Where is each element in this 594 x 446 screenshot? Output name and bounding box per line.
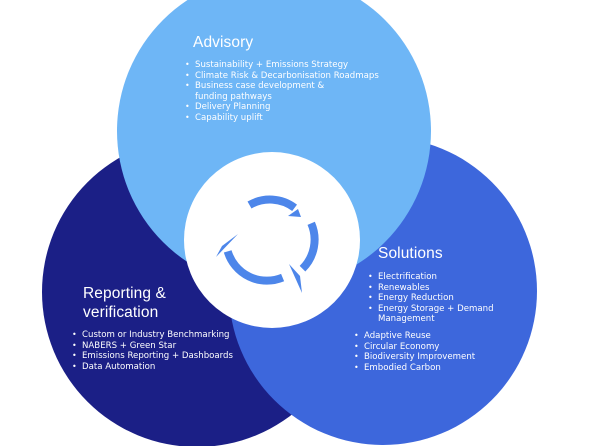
list-item: Capability uplift xyxy=(185,113,415,124)
cycle-arrow-segment xyxy=(299,221,319,272)
advisory-list: Sustainability + Emissions Strategy Clim… xyxy=(185,60,415,124)
list-item: Climate Risk & Decarbonisation Roadmaps xyxy=(185,71,415,82)
list-item: funding pathways xyxy=(195,91,272,102)
list-item: Data Automation xyxy=(72,362,272,373)
list-item: Custom or Industry Benchmarking xyxy=(72,330,272,341)
cycle-arrow-segment xyxy=(247,195,298,212)
list-item: Embodied Carbon xyxy=(354,363,524,374)
list-item: Circular Economy xyxy=(354,342,524,353)
list-item: Sustainability + Emissions Strategy xyxy=(185,60,415,71)
center-circle xyxy=(184,152,360,328)
list-item: Biodiversity Improvement xyxy=(354,352,524,363)
advisory-section: Advisory Sustainability + Emissions Stra… xyxy=(185,34,415,124)
list-item: Renewables xyxy=(368,283,508,294)
cycle-arrows-icon xyxy=(216,195,319,293)
list-item: Emissions Reporting + Dashboards xyxy=(72,351,272,362)
solutions-title: Solutions xyxy=(378,245,443,262)
list-item: Delivery Planning xyxy=(185,102,415,113)
cycle-arrow-segment xyxy=(223,250,285,285)
reporting-list: Custom or Industry Benchmarking NABERS +… xyxy=(72,330,272,372)
solutions-section: Solutions Electrification Renewables Ene… xyxy=(354,245,524,373)
list-item: Business case development & xyxy=(185,81,415,92)
cycle-arrowhead xyxy=(289,264,302,293)
reporting-title: Reporting & verification xyxy=(83,285,166,321)
solutions-list-secondary: Adaptive Reuse Circular Economy Biodiver… xyxy=(354,331,524,373)
list-item: Energy Reduction xyxy=(368,293,508,304)
cycle-arrowhead xyxy=(288,209,301,217)
list-item: NABERS + Green Star xyxy=(72,341,272,352)
reporting-section: Reporting & verification Custom or Indus… xyxy=(72,284,272,372)
list-item: Adaptive Reuse xyxy=(354,331,524,342)
cycle-arrowhead xyxy=(216,234,238,257)
list-item: Energy Storage + Demand Management xyxy=(368,304,508,325)
solutions-list-primary: Electrification Renewables Energy Reduct… xyxy=(354,272,524,325)
list-item: Electrification xyxy=(368,272,508,283)
advisory-title: Advisory xyxy=(193,34,254,51)
